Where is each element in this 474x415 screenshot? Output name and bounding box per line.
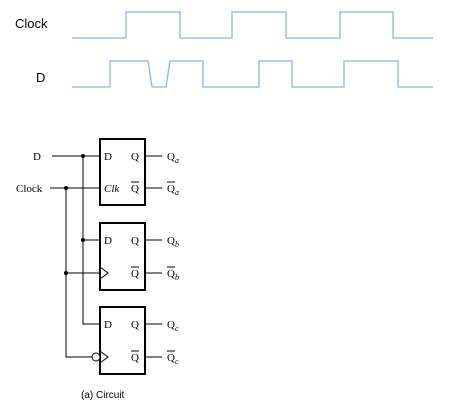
- ff-c-output-qbar: Qc: [167, 352, 179, 366]
- ff-c-q-pin: Q: [131, 319, 139, 331]
- ff-c-inversion-bubble-icon: [91, 352, 101, 362]
- flip-flop-c: D Q Q Qc Qc: [91, 306, 179, 375]
- ff-c-qbar-pin: Q: [131, 352, 139, 364]
- ff-a-qbar-pin: Q: [131, 183, 139, 195]
- input-clock-label: Clock: [16, 183, 43, 195]
- ff-a-output-q: Qa: [167, 151, 179, 165]
- junction-dot: [64, 271, 68, 275]
- d-waveform: [72, 60, 433, 88]
- ff-c-output-q: Qc: [167, 319, 179, 333]
- timing-diagram: Clock D: [15, 11, 433, 88]
- junction-dot: [64, 186, 68, 190]
- ff-b-output-qbar: Qb: [167, 268, 179, 282]
- ff-a-d-pin: D: [104, 151, 112, 163]
- circuit-diagram: D Clock D Q Clk Q Qa Qa: [16, 138, 179, 401]
- ff-a-clk-pin: Clk: [104, 183, 120, 195]
- flip-flop-b: D Q Q Qb Qb: [99, 222, 179, 291]
- clock-waveform: [72, 11, 433, 39]
- ff-c-d-pin: D: [104, 319, 112, 331]
- ff-c-clock-triangle-icon: [99, 350, 109, 364]
- ff-b-q-pin: Q: [131, 235, 139, 247]
- d-waveform-label: D: [36, 70, 45, 85]
- junction-dot: [81, 154, 85, 158]
- ff-b-output-q: Qb: [167, 235, 179, 249]
- ff-a-output-qbar: Qa: [167, 183, 179, 197]
- ff-b-qbar-pin: Q: [131, 268, 139, 280]
- ff-b-clock-triangle-icon: [99, 266, 109, 280]
- junction-dot: [81, 238, 85, 242]
- flip-flop-b-box: [99, 222, 146, 291]
- input-d-label: D: [33, 151, 41, 163]
- circuit-caption: (a) Circuit: [81, 390, 125, 401]
- flip-flop-c-box: [99, 306, 146, 375]
- flip-flop-a-box: [99, 138, 146, 206]
- clock-waveform-label: Clock: [15, 16, 48, 31]
- flip-flop-a: D Q Clk Q Qa Qa: [99, 138, 179, 206]
- ff-a-q-pin: Q: [131, 151, 139, 163]
- ff-b-d-pin: D: [104, 235, 112, 247]
- input-wiring: [50, 154, 100, 358]
